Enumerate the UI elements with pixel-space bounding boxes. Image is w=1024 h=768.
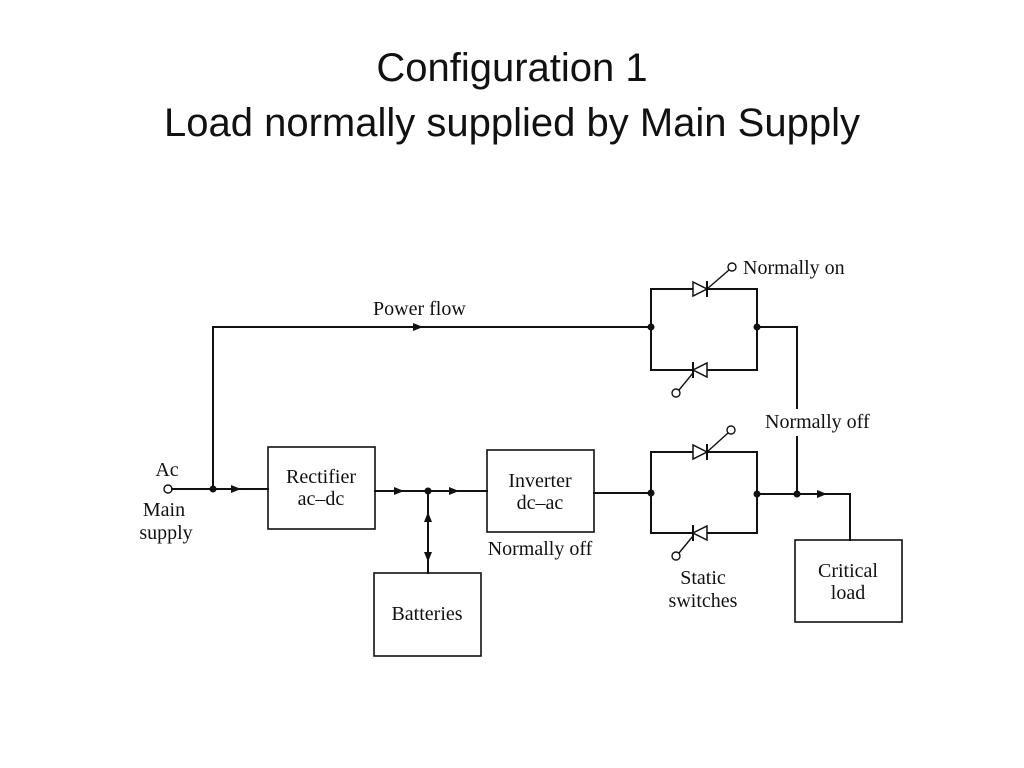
rectifier-label: Rectifier	[286, 466, 356, 488]
thyristor-triangle	[691, 524, 708, 542]
flow-arrow-down	[424, 552, 432, 562]
thyristor-gate-terminal	[727, 262, 737, 272]
thyristor-gate-lead	[706, 269, 730, 290]
thyristor-symbol	[671, 361, 708, 398]
thyristor-triangle	[691, 361, 708, 379]
normally-off-label: Normally off	[765, 411, 870, 433]
flow-arrow-up	[424, 512, 432, 522]
thyristor-gate-lead	[678, 535, 694, 554]
load-bus-wire	[756, 493, 851, 541]
rectifier-box	[267, 446, 376, 530]
inverter-box	[486, 449, 595, 533]
thyristor-symbol	[671, 524, 708, 561]
bypass-wire	[212, 326, 652, 490]
thyristor-triangle	[692, 443, 709, 461]
slide-title: Configuration 1 Load normally supplied b…	[0, 41, 1024, 151]
batteries-label: Batteries	[391, 603, 462, 625]
batteries-box	[373, 572, 482, 657]
thyristor-symbol	[692, 425, 736, 461]
rectifier-type-label: ac–dc	[298, 488, 345, 510]
thyristor-gate-terminal	[671, 551, 681, 561]
flow-arrow	[231, 485, 241, 493]
thyristor-gate-lead	[678, 372, 694, 391]
critical-load-label-line-2: load	[831, 582, 865, 604]
thyristor-symbol	[692, 262, 737, 298]
thyristor-gate-terminal	[671, 388, 681, 398]
normally-on-label: Normally on	[743, 257, 845, 279]
source-terminal	[163, 484, 173, 494]
flow-arrow	[449, 487, 459, 495]
static-switches-label-line-1: Static	[680, 567, 726, 589]
source-name-line-2: supply	[139, 522, 192, 544]
bypass-output-wire	[756, 326, 798, 409]
inverter-type-label: dc–ac	[517, 492, 564, 514]
power-flow-label: Power flow	[373, 298, 466, 320]
thyristor-gate-terminal	[726, 425, 736, 435]
flow-arrow	[394, 487, 404, 495]
critical-load-box	[794, 539, 903, 623]
thyristor-gate-lead	[706, 432, 729, 453]
inverter-label: Inverter	[508, 470, 572, 492]
thyristor-triangle	[692, 280, 709, 298]
inverter-state-label: Normally off	[488, 538, 593, 560]
static-switches-label-line-2: switches	[669, 590, 738, 612]
critical-load-label-line-1: Critical	[818, 560, 878, 582]
slide-title-line-2: Load normally supplied by Main Supply	[164, 101, 860, 145]
slide-title-line-1: Configuration 1	[376, 46, 648, 90]
source-ac-label: Ac	[155, 459, 178, 481]
source-name-line-1: Main	[143, 499, 185, 521]
flow-arrow	[817, 490, 827, 498]
flow-arrow	[413, 323, 423, 331]
load-bus-junction	[793, 490, 801, 498]
